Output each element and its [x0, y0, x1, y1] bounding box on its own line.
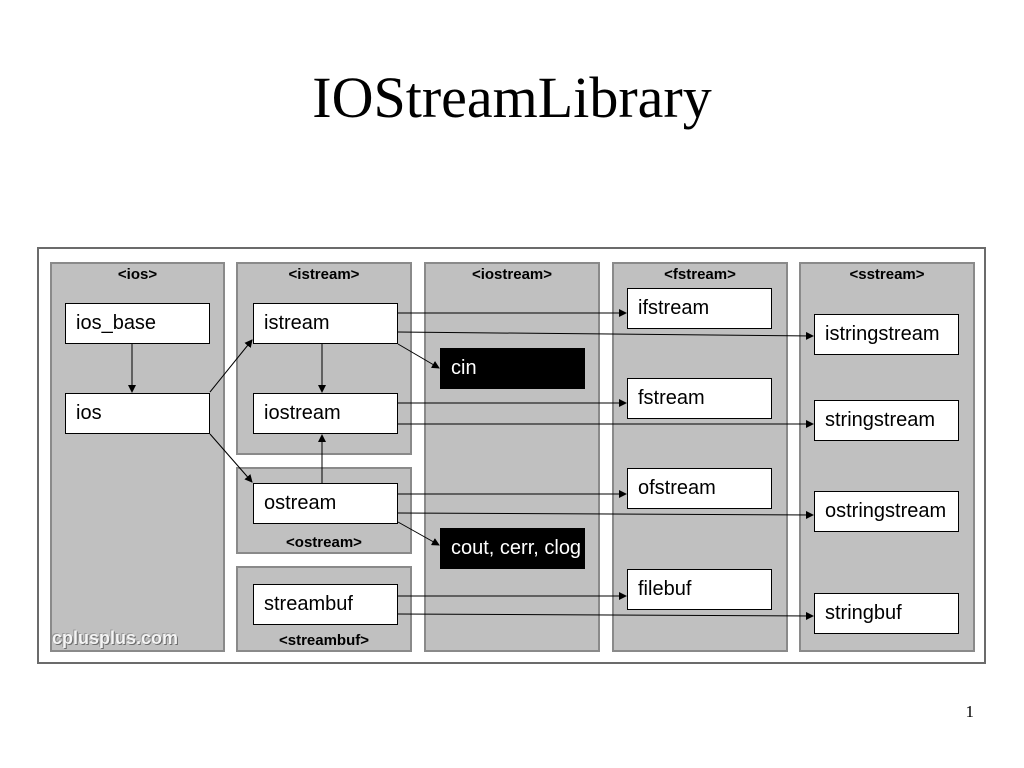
object-cout-cerr-clog: cout, cerr, clog — [440, 528, 585, 569]
arrow-istream-cin — [397, 343, 440, 369]
header-ios: <ios> — [117, 266, 158, 283]
class-ostringstream: ostringstream — [814, 491, 959, 532]
class-ifstream: ifstream — [627, 288, 772, 329]
class-stringbuf: stringbuf — [814, 593, 959, 634]
object-cin: cin — [440, 348, 585, 389]
class-iostream: iostream — [253, 393, 398, 434]
slide-number: 1 — [965, 702, 975, 721]
arrow-ios-istream — [209, 339, 253, 393]
header-sstream: <sstream> — [849, 266, 925, 283]
arrow-ostream-cout — [397, 521, 440, 546]
class-istream: istream — [253, 303, 398, 344]
arrow-istream-istringstream — [397, 331, 814, 340]
class-fstream: fstream — [627, 378, 772, 419]
class-ostream: ostream — [253, 483, 398, 524]
class-stringstream: stringstream — [814, 400, 959, 441]
arrow-streambuf-stringbuf — [397, 611, 814, 620]
class-ios-base: ios_base — [65, 303, 210, 344]
slide-title: IOStreamLibrary — [312, 65, 712, 130]
header-istream: <istream> — [288, 266, 360, 283]
arrow-ostream-ostringstream — [397, 510, 814, 519]
class-filebuf: filebuf — [627, 569, 772, 610]
header-streambuf: <streambuf> — [278, 632, 370, 649]
class-ofstream: ofstream — [627, 468, 772, 509]
class-istringstream: istringstream — [814, 314, 959, 355]
class-ios: ios — [65, 393, 210, 434]
header-ostream: <ostream> — [286, 534, 362, 551]
header-fstream: <fstream> — [664, 266, 736, 283]
header-iostream: <iostream> — [471, 266, 553, 283]
class-streambuf: streambuf — [253, 584, 398, 625]
panel-iostream: <iostream> — [424, 262, 600, 652]
watermark: cplusplus.com — [52, 628, 179, 648]
arrow-ios-ostream — [209, 433, 253, 483]
